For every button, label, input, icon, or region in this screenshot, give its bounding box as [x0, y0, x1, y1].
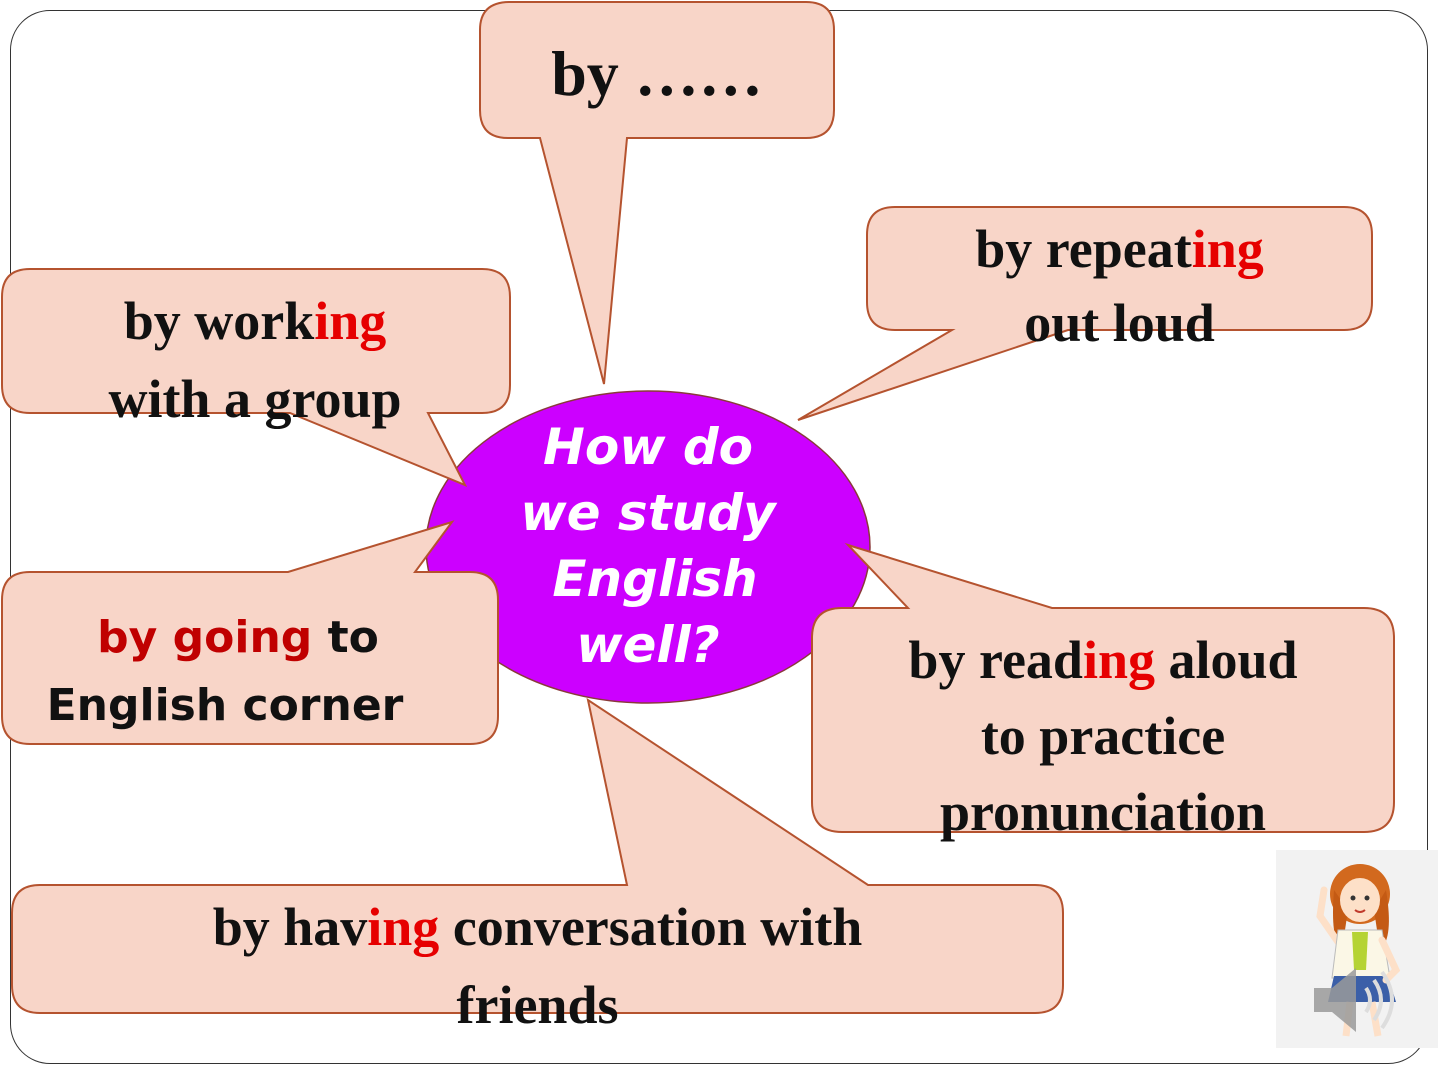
bubble-right-lower-prefix: by read [908, 630, 1083, 690]
center-question: How do we study English well? [498, 414, 798, 678]
center-line-3: English [552, 550, 758, 608]
center-line-2: we study [520, 484, 776, 542]
bubble-left-lower-line-1: by going to [0, 604, 450, 672]
bubble-right-lower-text: by reading aloud to practice pronunciati… [812, 622, 1394, 850]
bubble-left-lower [1, 520, 499, 745]
bubble-top-right-line-1: by repeating [867, 212, 1372, 286]
center-line-1: How do [543, 418, 753, 476]
bubble-right-lower-line-1: by reading aloud [812, 622, 1394, 698]
bubble-right-lower [811, 542, 1395, 833]
bubble-top-right [797, 206, 1373, 421]
bubble-right-lower-suffix: ing [1082, 630, 1155, 690]
bubble-right-lower-line-2: to practice [980, 706, 1226, 766]
bubble-bottom-text: by having conversation with friends [12, 888, 1063, 1044]
bubble-left-lower-red: by going [97, 612, 313, 663]
audio-corner[interactable] [1276, 850, 1438, 1048]
bubble-left-upper-line-1: by working [0, 282, 510, 360]
bubble-top-right-line-2: out loud [1024, 293, 1215, 353]
bubble-top-text: by …… [480, 42, 834, 106]
bubble-top [479, 1, 835, 385]
bubble-top-label: by …… [551, 38, 763, 109]
bubble-bottom-rest: conversation with [439, 897, 863, 957]
bubble-top-right-prefix: by repeat [975, 219, 1192, 279]
bubble-top-right-text: by repeating out loud [867, 212, 1372, 360]
speaker-icon[interactable] [1306, 960, 1402, 1040]
bubble-bottom-suffix: ing [367, 897, 440, 957]
teacher-girl-icon [1316, 864, 1401, 1037]
bubble-left-lower-rest: to [312, 612, 379, 663]
bubble-left-lower-line-2: English corner [46, 680, 404, 731]
bubble-left-upper-text: by working with a group [0, 282, 510, 438]
bubble-left-upper-line-2: with a group [108, 369, 402, 429]
bubble-top-right-suffix: ing [1191, 219, 1264, 279]
bubble-right-lower-line-3: pronunciation [939, 782, 1267, 842]
bubble-left-upper-prefix: by work [123, 291, 315, 351]
bubble-left-lower-text: by going to English corner [0, 604, 450, 740]
bubble-bottom [11, 697, 1064, 1014]
bubble-bottom-line-2: friends [456, 975, 619, 1035]
bubble-bottom-prefix: by hav [212, 897, 368, 957]
center-line-4: well? [576, 616, 720, 674]
bubble-bottom-line-1: by having conversation with [12, 888, 1063, 966]
bubble-left-upper [1, 268, 511, 487]
bubble-left-upper-suffix: ing [314, 291, 387, 351]
bubble-right-lower-rest: aloud [1155, 630, 1298, 690]
